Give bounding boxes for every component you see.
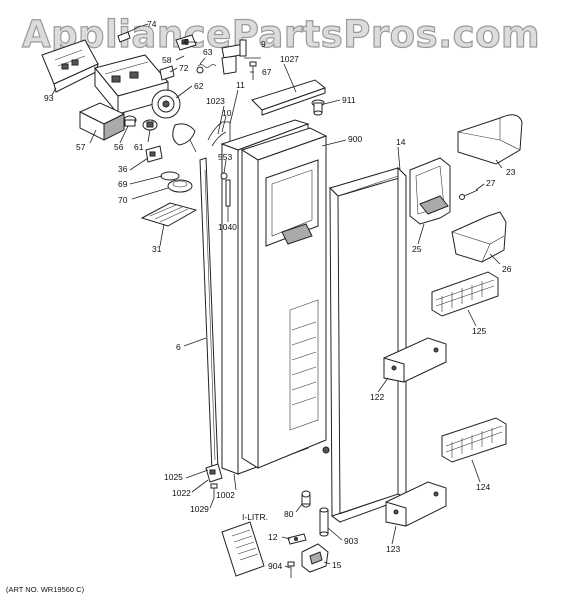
part-i-litr-drawing bbox=[221, 521, 265, 577]
part-12-drawing bbox=[287, 533, 307, 545]
part-15-drawing bbox=[301, 543, 329, 573]
label-1022: 1022 bbox=[172, 488, 191, 498]
part-labels: 74 5 58 63 9 1027 72 67 93 62 11 1023 91… bbox=[44, 19, 516, 571]
label-553: 553 bbox=[218, 152, 232, 162]
label-5: 5 bbox=[184, 37, 189, 47]
label-i-litr: I-LITR. bbox=[242, 512, 268, 522]
part-122-drawing bbox=[383, 337, 447, 383]
label-36: 36 bbox=[118, 164, 128, 174]
label-1025: 1025 bbox=[164, 472, 183, 482]
label-26: 26 bbox=[502, 264, 512, 274]
part-62-drawing bbox=[151, 89, 181, 119]
label-93: 93 bbox=[44, 93, 54, 103]
part-124-drawing bbox=[441, 417, 507, 463]
label-903: 903 bbox=[344, 536, 358, 546]
leader-lines bbox=[51, 23, 503, 569]
label-1029: 1029 bbox=[190, 504, 209, 514]
part-25-drawing bbox=[409, 157, 451, 225]
label-123: 123 bbox=[386, 544, 400, 554]
part-553-drawing bbox=[220, 172, 228, 180]
part-900-drawing bbox=[240, 127, 330, 469]
label-1002: 1002 bbox=[216, 490, 235, 500]
label-124: 124 bbox=[476, 482, 490, 492]
part-67-drawing bbox=[249, 61, 257, 80]
part-23-drawing bbox=[457, 114, 523, 165]
part-80-drawing bbox=[301, 490, 311, 508]
label-9: 9 bbox=[261, 39, 266, 49]
part-31-drawing bbox=[140, 202, 198, 227]
part-57-drawing bbox=[78, 102, 126, 141]
part-1040-drawing bbox=[225, 179, 231, 207]
part-14-drawing bbox=[329, 166, 408, 524]
label-1023: 1023 bbox=[206, 96, 225, 106]
label-15: 15 bbox=[332, 560, 342, 570]
label-14: 14 bbox=[396, 137, 406, 147]
part-1027-drawing bbox=[251, 79, 327, 116]
label-122: 122 bbox=[370, 392, 384, 402]
part-1023-drawing bbox=[207, 121, 231, 163]
label-74: 74 bbox=[147, 19, 157, 29]
part-69-drawing bbox=[160, 171, 180, 181]
label-63: 63 bbox=[203, 47, 213, 57]
part-904-drawing bbox=[287, 561, 295, 578]
label-125: 125 bbox=[472, 326, 486, 336]
label-23: 23 bbox=[506, 167, 516, 177]
label-900: 900 bbox=[348, 134, 362, 144]
label-1040: 1040 bbox=[218, 222, 237, 232]
art-number: (ART NO. WR19560 C) bbox=[6, 585, 85, 594]
label-57: 57 bbox=[76, 142, 86, 152]
label-58: 58 bbox=[162, 55, 172, 65]
part-56-drawing bbox=[123, 115, 137, 127]
label-72: 72 bbox=[179, 63, 189, 73]
label-12: 12 bbox=[268, 532, 278, 542]
part-70-drawing bbox=[167, 179, 193, 193]
label-6: 6 bbox=[176, 342, 181, 352]
label-904: 904 bbox=[268, 561, 282, 571]
label-70: 70 bbox=[118, 195, 128, 205]
label-10: 10 bbox=[222, 108, 232, 118]
part-1029-drawing bbox=[210, 483, 218, 498]
label-11: 11 bbox=[236, 80, 245, 90]
motor-assembly-drawing bbox=[172, 123, 197, 153]
part-903-drawing bbox=[319, 507, 329, 537]
label-27: 27 bbox=[486, 178, 496, 188]
label-69: 69 bbox=[118, 179, 128, 189]
part-125-drawing bbox=[431, 271, 499, 317]
part-36-drawing bbox=[145, 145, 163, 163]
watermark-text: AppliancePartsPros.com bbox=[22, 13, 540, 56]
part-27-drawing bbox=[459, 189, 479, 200]
part-26-drawing bbox=[451, 211, 507, 263]
label-67: 67 bbox=[262, 67, 272, 77]
part-9-drawing bbox=[221, 39, 247, 75]
label-25: 25 bbox=[412, 244, 422, 254]
part-123-drawing bbox=[385, 481, 447, 527]
label-61: 61 bbox=[134, 142, 144, 152]
label-56: 56 bbox=[114, 142, 124, 152]
label-31: 31 bbox=[152, 244, 162, 254]
label-62: 62 bbox=[194, 81, 204, 91]
part-72-drawing bbox=[159, 65, 175, 81]
dispenser-housing-drawing bbox=[94, 54, 169, 116]
part-1022-drawing bbox=[205, 463, 223, 483]
part-93-drawing bbox=[41, 39, 99, 93]
label-911: 911 bbox=[342, 95, 356, 105]
part-63-drawing bbox=[196, 64, 217, 74]
label-1027: 1027 bbox=[280, 54, 299, 64]
label-80: 80 bbox=[284, 509, 294, 519]
part-911-drawing bbox=[311, 99, 325, 116]
part-6-drawing bbox=[199, 157, 219, 473]
part-61-drawing bbox=[142, 119, 158, 131]
part-74-drawing bbox=[117, 25, 142, 43]
